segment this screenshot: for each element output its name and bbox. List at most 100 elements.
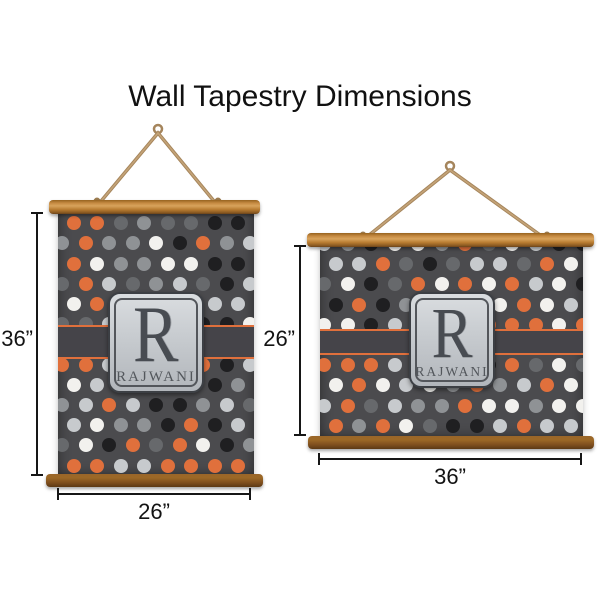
polka-dot (458, 277, 472, 292)
polka-dot (66, 418, 81, 433)
polka-dot (113, 458, 128, 473)
width-dimension-label-portrait: 26” (138, 499, 170, 524)
polka-dot (481, 277, 496, 292)
dimension-end-cap (294, 245, 306, 247)
polka-dot (137, 256, 152, 271)
polka-dot (340, 317, 355, 332)
dimension-end-cap (57, 488, 59, 500)
polka-dot (352, 378, 367, 393)
polka-dot (243, 357, 254, 372)
polka-dot (364, 398, 378, 413)
polka-dot (149, 276, 163, 291)
polka-dot (90, 377, 105, 392)
polka-dot (563, 257, 578, 272)
polka-dot (469, 257, 484, 272)
polka-dot (207, 216, 222, 231)
polka-dot (352, 257, 367, 272)
polka-dot (231, 216, 246, 231)
polka-dot (219, 236, 234, 251)
polka-dot (387, 358, 402, 373)
polka-dot (113, 418, 128, 433)
polka-dot (493, 378, 508, 393)
polka-dot (328, 378, 343, 393)
polka-dot (58, 276, 69, 291)
polka-dot (207, 256, 222, 271)
polka-dot (172, 236, 187, 251)
polka-dot (149, 236, 163, 251)
tapestry-fabric-portrait: R RAJWANI (58, 205, 254, 475)
monogram-initial: R (133, 291, 179, 380)
polka-dot (90, 216, 105, 231)
polka-dot (340, 358, 355, 373)
polka-dot (58, 357, 69, 372)
polka-dot (528, 398, 543, 413)
polka-dot (196, 398, 210, 412)
polka-dot (320, 398, 331, 413)
polka-dot (375, 257, 390, 272)
polka-dot (528, 277, 543, 292)
polka-dot (493, 297, 508, 312)
polka-dot (219, 438, 234, 453)
polka-dot (469, 418, 484, 433)
monogram-label: R RAJWANI (409, 292, 495, 388)
polka-dot (493, 257, 508, 272)
wooden-top-rail-portrait (49, 200, 260, 214)
polka-dot (320, 277, 331, 292)
monogram-initial: R (431, 293, 473, 374)
polka-dot (231, 418, 246, 433)
height-dimension-line-portrait (36, 213, 38, 476)
polka-dot (399, 257, 414, 272)
polka-dot (102, 236, 116, 251)
polka-dot (196, 276, 210, 291)
polka-dot (528, 317, 543, 332)
polka-dot (552, 358, 566, 373)
polka-dot (66, 458, 81, 473)
polka-dot (125, 236, 140, 251)
polka-dot (387, 277, 402, 292)
polka-dot (458, 398, 472, 413)
polka-dot (481, 398, 496, 413)
polka-dot (90, 418, 105, 433)
polka-dot (411, 398, 425, 413)
polka-dot (540, 297, 555, 312)
polka-dot (207, 458, 222, 473)
polka-dot (243, 317, 254, 332)
polka-dot (375, 418, 390, 433)
polka-dot (207, 418, 222, 433)
polka-dot (149, 438, 163, 453)
polka-dot (78, 236, 93, 251)
polka-dot (575, 358, 583, 373)
polka-dot (528, 358, 543, 373)
polka-dot (446, 418, 461, 433)
polka-dot (172, 438, 187, 453)
polka-dot (446, 257, 461, 272)
monogram-name: RAJWANI (116, 368, 196, 385)
polka-dot (352, 297, 367, 312)
polka-dot (552, 398, 566, 413)
polka-dot (66, 377, 81, 392)
polka-dot (137, 216, 152, 231)
polka-dot (58, 317, 69, 332)
polka-dot (113, 216, 128, 231)
polka-dot (125, 276, 140, 291)
polka-dot (58, 438, 69, 453)
polka-dot (320, 358, 331, 373)
polka-dot (328, 297, 343, 312)
polka-dot (207, 377, 222, 392)
polka-dot (320, 317, 331, 332)
polka-dot (160, 458, 175, 473)
polka-dot (516, 297, 531, 312)
polka-dot (434, 398, 449, 413)
polka-dot (184, 458, 199, 473)
polka-dot (364, 277, 378, 292)
polka-dot (575, 317, 583, 332)
polka-dot (231, 377, 246, 392)
polka-dot (78, 276, 93, 291)
polka-dot (219, 398, 234, 412)
polka-dot (172, 398, 187, 412)
polka-dot (160, 216, 175, 231)
polka-dot (505, 398, 519, 413)
polka-dot (243, 438, 254, 453)
width-dimension-line-portrait (57, 493, 251, 495)
